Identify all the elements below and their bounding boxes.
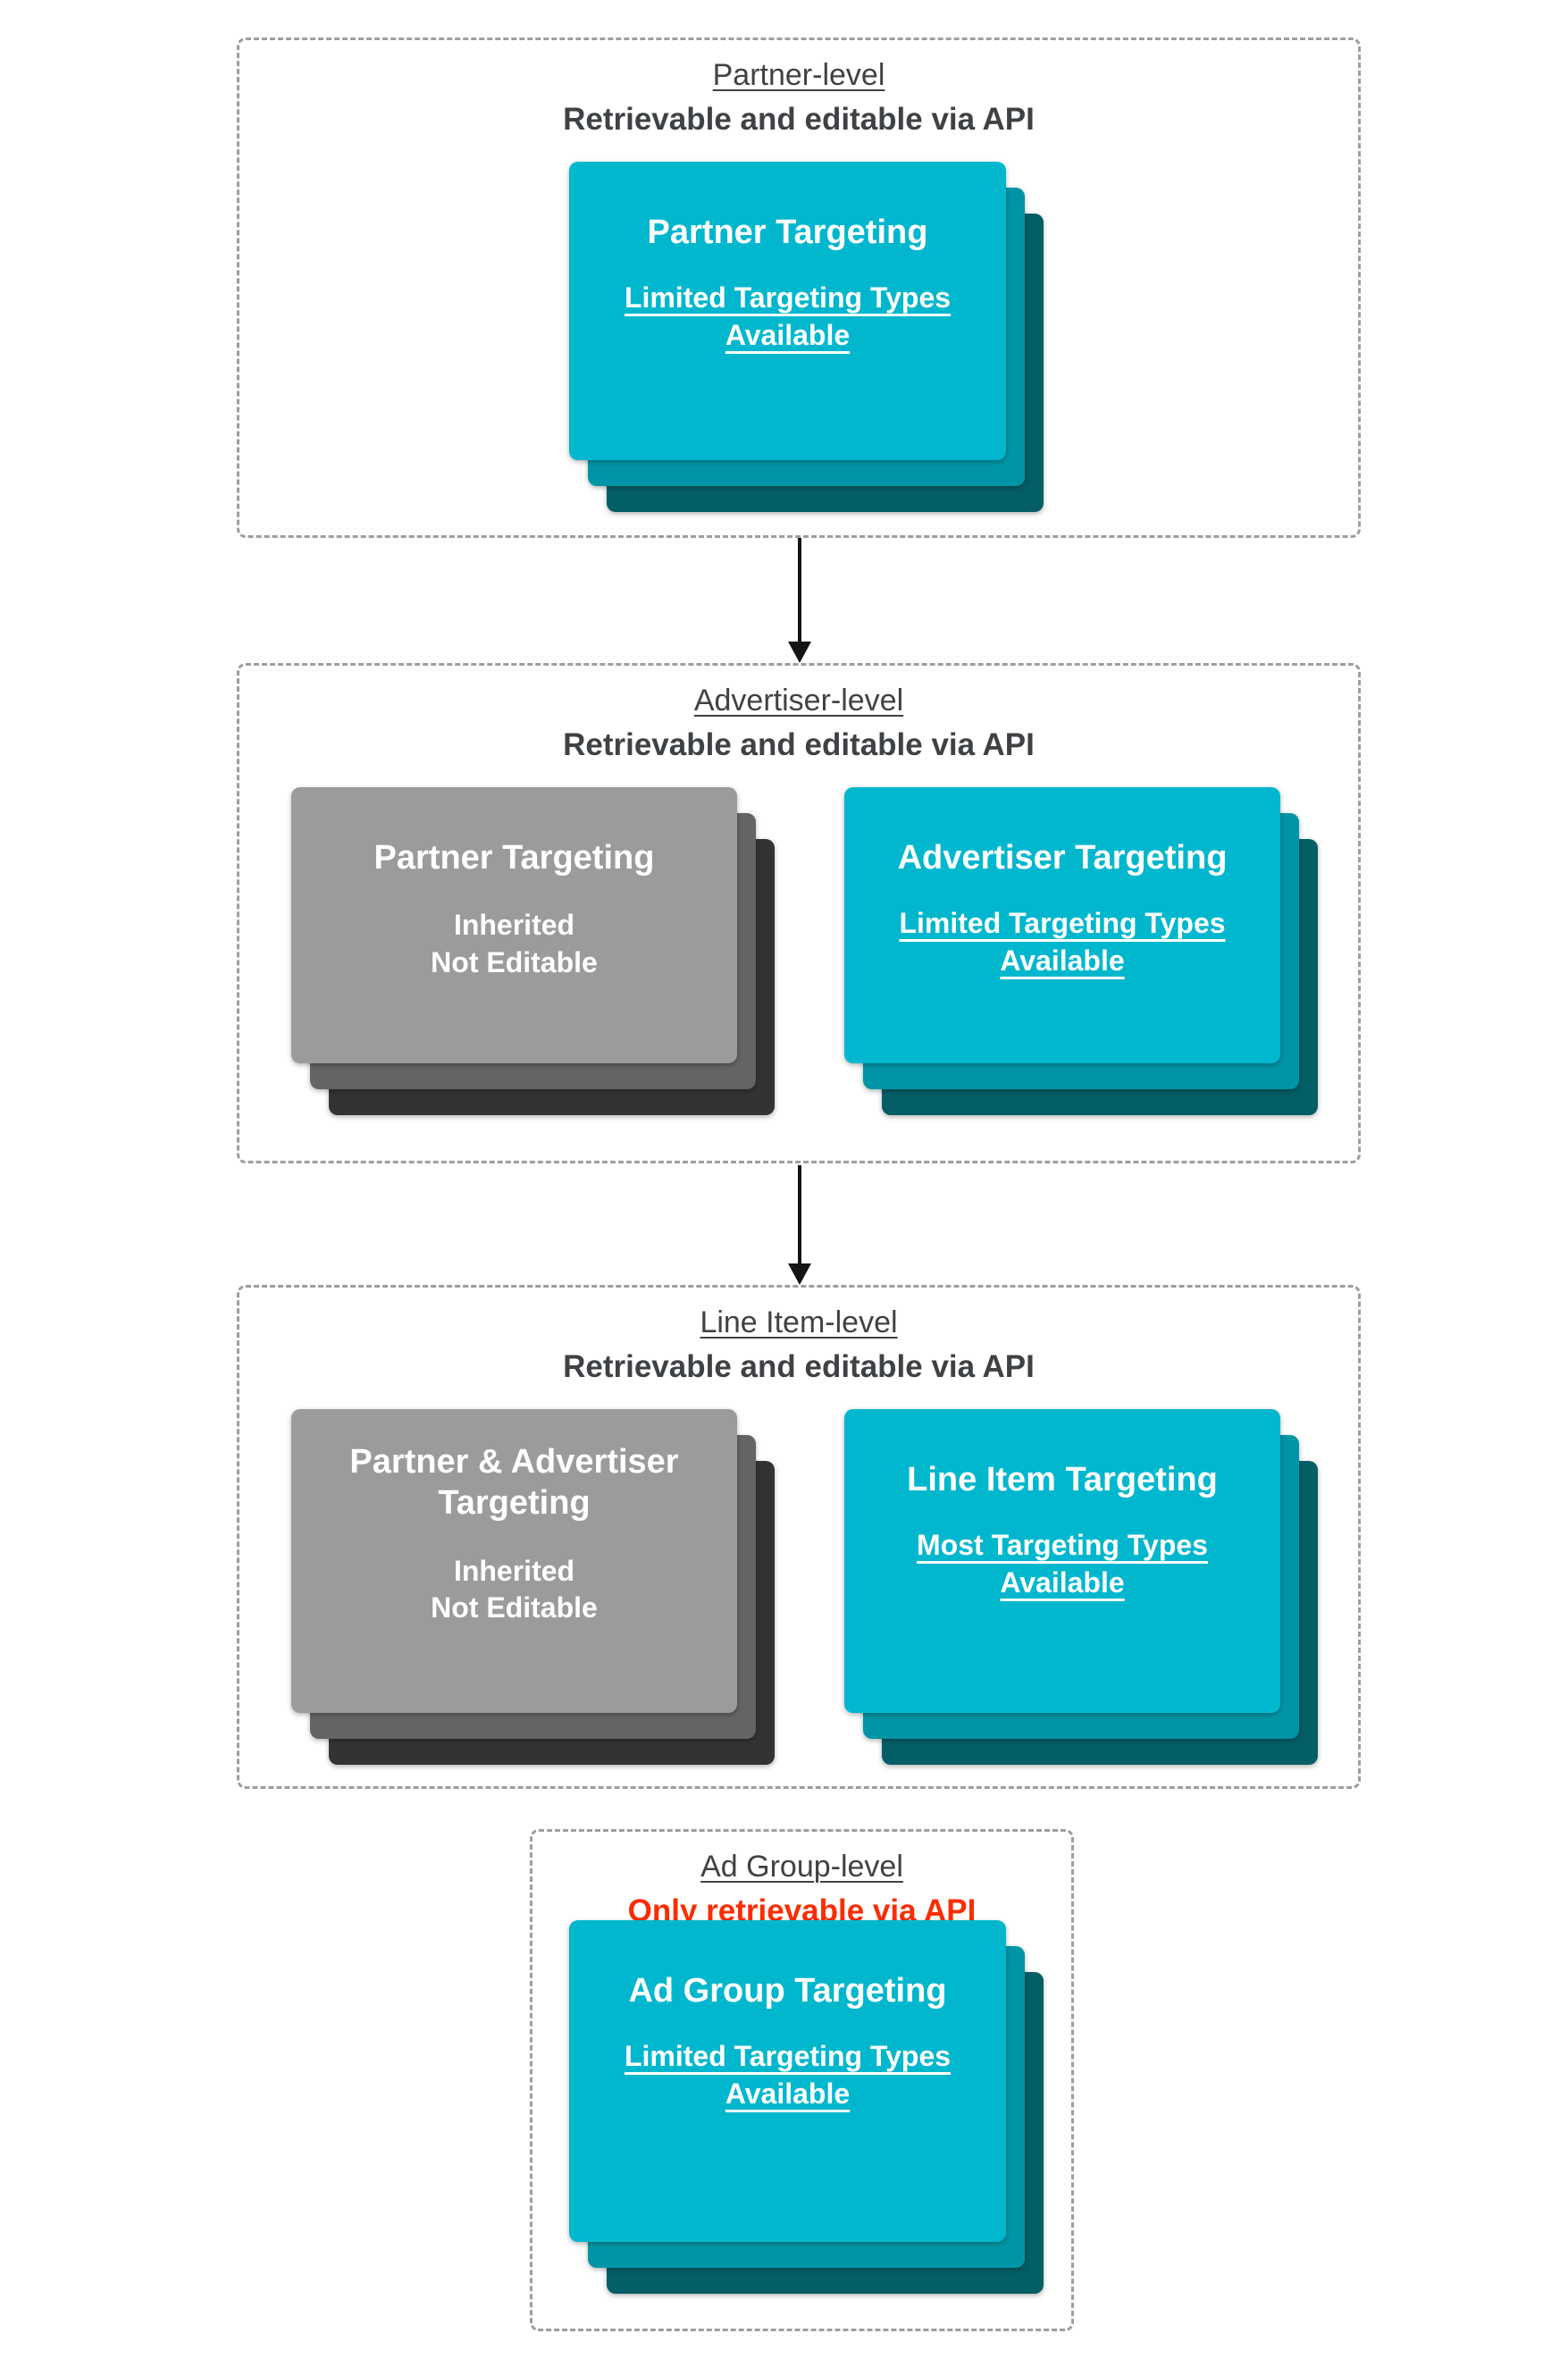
card-title: Line Item Targeting: [907, 1461, 1218, 1498]
card-front: Partner & Advertiser Targeting Inherited…: [291, 1409, 737, 1713]
card-stack-partner-targeting: Partner Targeting Limited Targeting Type…: [569, 162, 1044, 512]
section-subtitle: Retrievable and editable via API: [563, 726, 1035, 762]
card-title: Partner Targeting: [373, 839, 655, 877]
card-stack-line-item-targeting: Line Item Targeting Most Targeting Types…: [844, 1409, 1318, 1765]
card-stack-inherited-partner-targeting: Partner Targeting Inherited Not Editable: [291, 787, 775, 1115]
arrow-line: [798, 538, 801, 643]
section-subtitle: Retrievable and editable via API: [563, 1348, 1035, 1384]
section-advertiser-level: Advertiser-level Retrievable and editabl…: [237, 663, 1361, 1163]
card-line: Not Editable: [431, 1591, 598, 1624]
section-title: Advertiser-level: [693, 684, 904, 718]
card-title: Ad Group Targeting: [628, 1972, 947, 2010]
section-header: Line Item-level Retrievable and editable…: [239, 1304, 1358, 1386]
section-ad-group-level: Ad Group-level Only retrievable via API …: [530, 1829, 1074, 2331]
section-title: Partner-level: [712, 58, 885, 92]
card-title: Advertiser Targeting: [897, 839, 1228, 877]
section-line-item-level: Line Item-level Retrievable and editable…: [237, 1285, 1361, 1789]
card-stack-inherited-partner-advertiser-targeting: Partner & Advertiser Targeting Inherited…: [291, 1409, 775, 1765]
card-front: Partner Targeting Limited Targeting Type…: [569, 162, 1006, 460]
section-subtitle: Retrievable and editable via API: [563, 101, 1035, 137]
card-subtitle: Limited Targeting Types Available: [624, 2040, 952, 2110]
section-header: Ad Group-level Only retrievable via API: [532, 1848, 1071, 1930]
card-front: Advertiser Targeting Limited Targeting T…: [844, 787, 1280, 1063]
card-stack-advertiser-targeting: Advertiser Targeting Limited Targeting T…: [844, 787, 1318, 1115]
card-subtitle: Most Targeting Types Available: [917, 1529, 1208, 1599]
card-title: Partner & Advertiser Targeting: [349, 1443, 679, 1523]
card-line: Not Editable: [431, 945, 598, 978]
card-subtitle: Limited Targeting Types Available: [624, 281, 952, 351]
card-front: Ad Group Targeting Limited Targeting Typ…: [569, 1920, 1006, 2242]
card-front: Partner Targeting Inherited Not Editable: [291, 787, 737, 1063]
card-stack-ad-group-targeting: Ad Group Targeting Limited Targeting Typ…: [569, 1920, 1044, 2294]
section-header: Partner-level Retrievable and editable v…: [239, 56, 1358, 138]
card-title: Partner Targeting: [647, 214, 928, 251]
card-front: Line Item Targeting Most Targeting Types…: [844, 1409, 1280, 1713]
arrow-line: [798, 1165, 801, 1265]
section-title: Ad Group-level: [700, 1850, 903, 1884]
section-header: Advertiser-level Retrievable and editabl…: [239, 682, 1358, 764]
arrow-head: [788, 642, 811, 663]
section-title: Line Item-level: [700, 1305, 898, 1339]
arrow-head: [788, 1263, 811, 1285]
card-line: Inherited: [453, 909, 575, 942]
card-line: Inherited: [453, 1554, 575, 1587]
section-partner-level: Partner-level Retrievable and editable v…: [237, 38, 1361, 538]
card-subtitle: Limited Targeting Types Available: [899, 907, 1226, 977]
